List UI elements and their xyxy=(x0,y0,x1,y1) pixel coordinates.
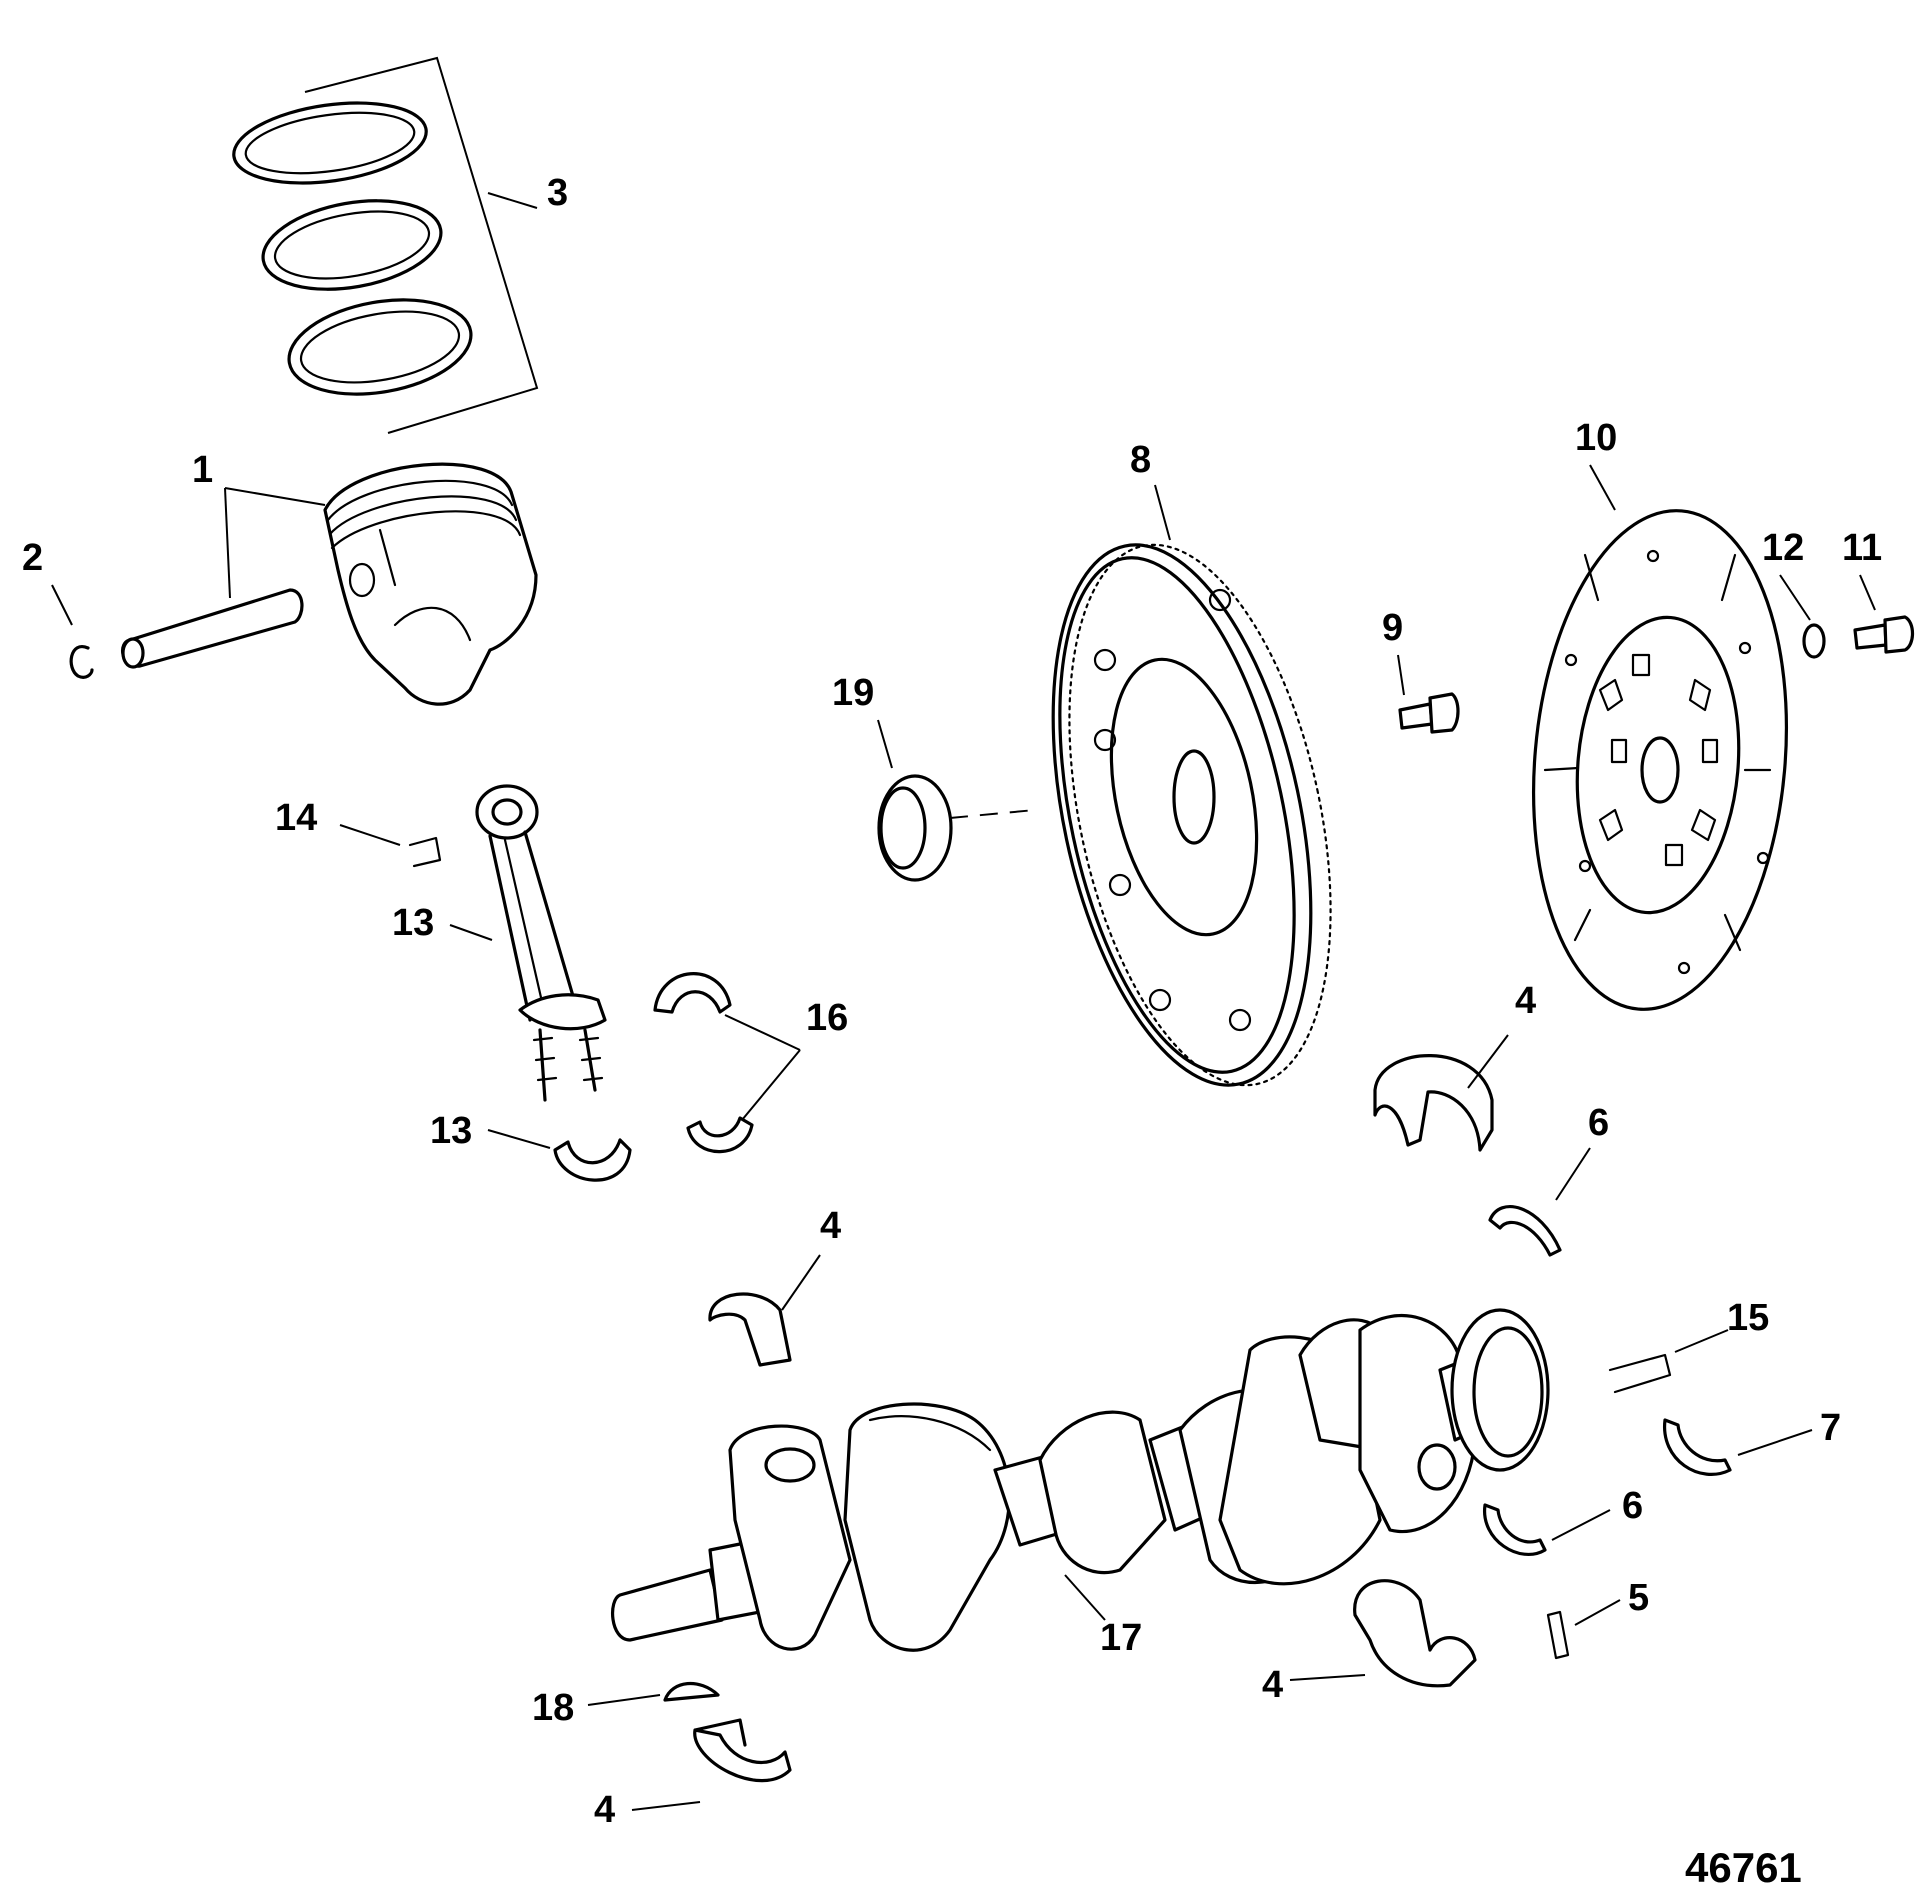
washer xyxy=(1802,623,1826,659)
callout-1: 1 xyxy=(192,449,213,491)
callout-labels: 1 2 3 4 4 4 4 5 6 6 7 8 9 10 11 12 13 13… xyxy=(22,172,1882,1831)
piston-rings xyxy=(232,56,539,434)
callout-4c: 4 xyxy=(1262,1664,1283,1706)
thrust-washer-7 xyxy=(1663,1418,1732,1476)
rear-main-seal xyxy=(877,774,1036,882)
callout-2: 2 xyxy=(22,537,43,579)
leader-lines xyxy=(51,192,1876,1811)
callout-14: 14 xyxy=(275,797,317,839)
woodruff-key xyxy=(663,1681,720,1702)
callout-6b: 6 xyxy=(1622,1485,1643,1527)
callout-16: 16 xyxy=(806,997,848,1039)
thrust-washers xyxy=(1483,1205,1562,1556)
callout-4a: 4 xyxy=(1515,980,1536,1022)
callout-18: 18 xyxy=(532,1687,574,1729)
flywheel xyxy=(1051,543,1332,1087)
callout-8: 8 xyxy=(1130,439,1151,481)
callout-9: 9 xyxy=(1382,607,1403,649)
flywheel-bolt xyxy=(1398,692,1460,734)
callout-5: 5 xyxy=(1628,1577,1649,1619)
crank-key-15 xyxy=(1608,1353,1672,1394)
rod-bearing-cap xyxy=(553,1138,632,1182)
crankshaft xyxy=(611,1308,1550,1652)
main-bearings xyxy=(693,1054,1494,1783)
drive-plate-bolt xyxy=(1853,615,1915,654)
callout-7: 7 xyxy=(1820,1407,1841,1449)
callout-6a: 6 xyxy=(1588,1102,1609,1144)
drive-plate-disc xyxy=(1531,509,1789,1011)
figure-number: 46761 xyxy=(1685,1844,1802,1891)
piston-pin-retainer xyxy=(69,645,94,679)
callout-13b: 13 xyxy=(430,1110,472,1152)
connecting-rod xyxy=(475,784,607,1102)
callout-15: 15 xyxy=(1727,1297,1769,1339)
callout-4b: 4 xyxy=(820,1205,841,1247)
callout-10: 10 xyxy=(1575,417,1617,459)
callout-19: 19 xyxy=(832,672,874,714)
piston-assembly xyxy=(121,462,538,706)
rod-bearings xyxy=(653,972,754,1154)
callout-12: 12 xyxy=(1762,527,1804,569)
callout-11: 11 xyxy=(1842,527,1882,569)
callout-3: 3 xyxy=(547,172,568,214)
callout-4d: 4 xyxy=(594,1789,615,1831)
callout-13a: 13 xyxy=(392,902,434,944)
dowel-pin-5 xyxy=(1546,1610,1570,1660)
dowel-pin-14 xyxy=(408,836,442,868)
callout-17: 17 xyxy=(1100,1617,1142,1659)
